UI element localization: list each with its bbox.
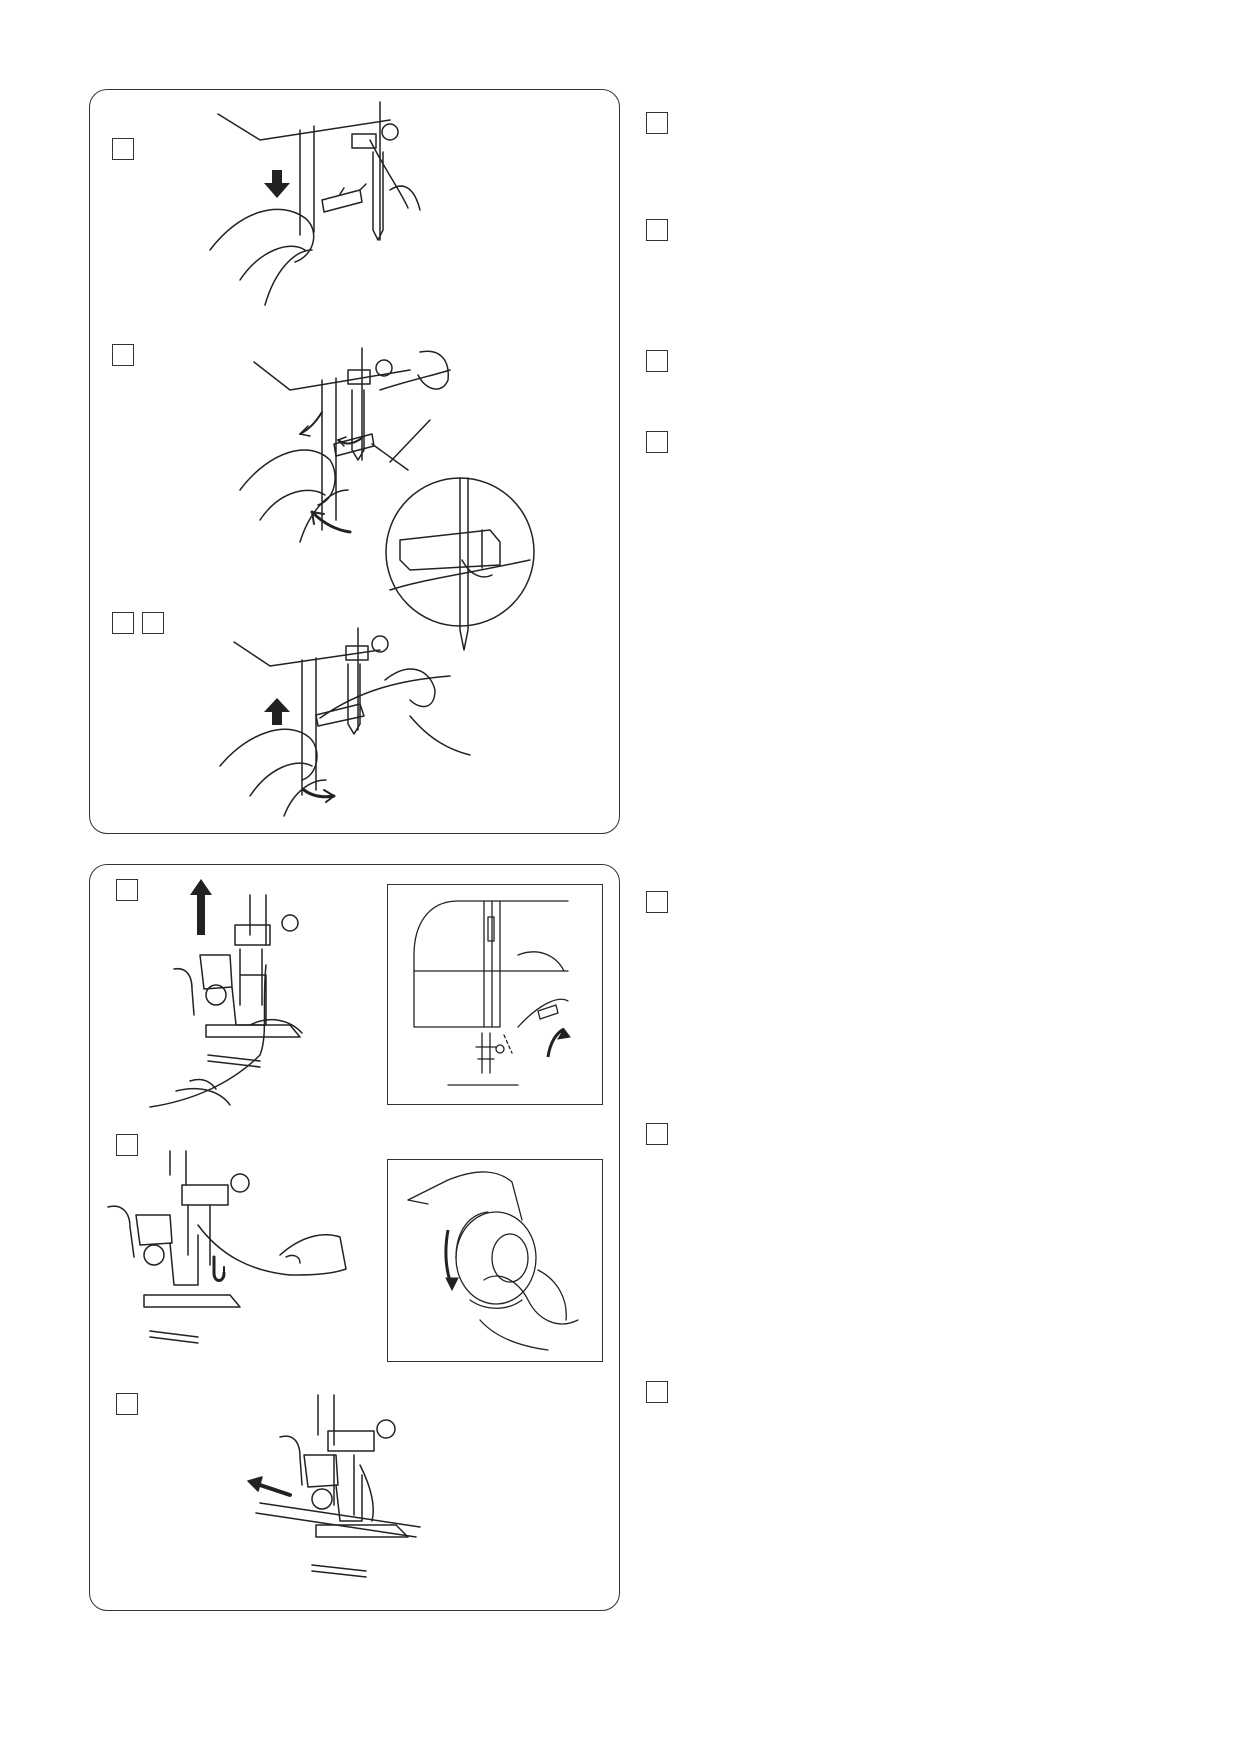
presser-foot-lift-illustration xyxy=(149,894,303,1108)
curved-arrow-icon xyxy=(299,411,363,803)
step-box-5 xyxy=(116,879,138,901)
curved-arrow-icon xyxy=(212,1255,226,1282)
threader-release-illustration xyxy=(219,627,471,817)
bobbin-thread-illustrations xyxy=(107,879,421,1578)
bobbin-thread-steps-panel xyxy=(89,864,620,1611)
step-box-7 xyxy=(116,1393,138,1415)
threader-steps-panel xyxy=(89,89,620,834)
handwheel-turn-illustration xyxy=(107,1150,347,1344)
up-arrow-icon xyxy=(264,698,290,725)
step-box-6 xyxy=(116,1134,138,1156)
left-arrow-icon xyxy=(247,1476,292,1497)
threads-pulled-back-illustration xyxy=(255,1394,421,1578)
handwheel-inset-illustration xyxy=(407,1171,579,1351)
up-arrow-icon xyxy=(190,879,212,935)
presser-foot-lever-inset-illustration xyxy=(413,900,571,1086)
threader-lever-pull-down-illustration xyxy=(209,101,421,306)
threader-illustrations xyxy=(209,101,535,817)
handwheel-inset xyxy=(387,1159,603,1362)
presser-foot-lever-inset xyxy=(387,884,603,1105)
step-box-right-7 xyxy=(646,1381,668,1403)
curved-arrow-icon xyxy=(546,1027,571,1058)
step-box-right-3 xyxy=(646,350,668,372)
threader-hook-turn-illustration xyxy=(239,347,535,651)
step-box-right-4 xyxy=(646,431,668,453)
step-box-right-1 xyxy=(646,112,668,134)
curved-arrow-icon xyxy=(444,1229,459,1292)
step-box-right-5 xyxy=(646,891,668,913)
step-box-4 xyxy=(142,612,164,634)
step-box-right-2 xyxy=(646,219,668,241)
step-box-right-6 xyxy=(646,1123,668,1145)
step-box-2 xyxy=(112,344,134,366)
step-box-1 xyxy=(112,138,134,160)
step-box-3 xyxy=(112,612,134,634)
down-arrow-icon xyxy=(264,170,290,198)
